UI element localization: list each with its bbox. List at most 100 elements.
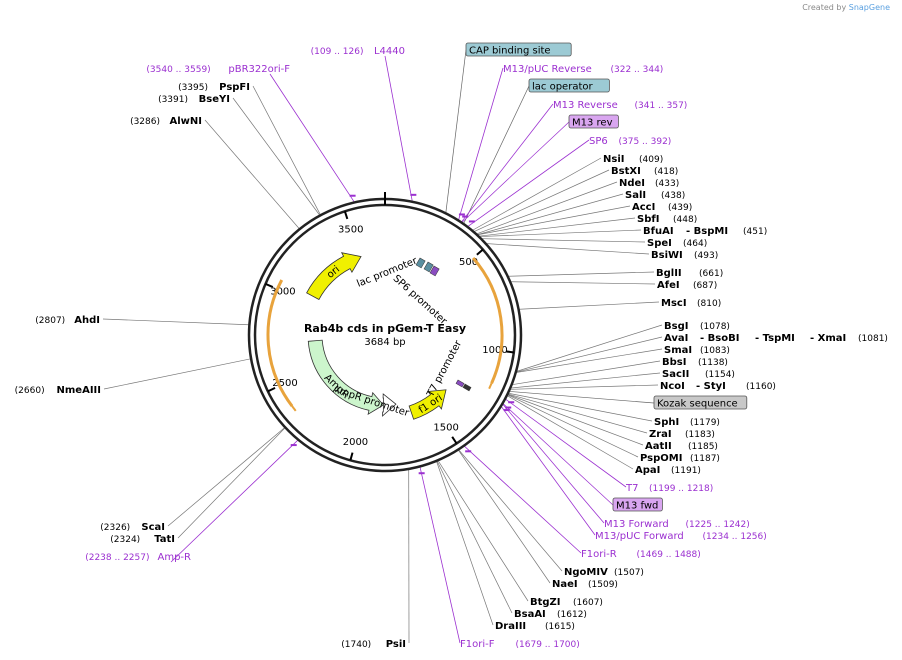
enzyme-position: (1083) (700, 346, 730, 356)
feature-box (528, 78, 610, 93)
leader-line (510, 384, 659, 390)
enzyme-label-bstxi: BstXI(418) (611, 166, 678, 177)
enzyme-position: (810) (697, 299, 721, 309)
enzyme-name: ZraI (649, 429, 672, 440)
leader-line (511, 372, 661, 389)
t7-glyph (462, 383, 472, 392)
enzyme-position: (409) (639, 155, 663, 165)
feature-label-ampr-promoter: AmpR promoter (331, 384, 411, 419)
leader-line (477, 181, 618, 235)
leader-line (436, 461, 494, 626)
enzyme-name: NaeI (552, 579, 578, 590)
leader-line (507, 394, 639, 458)
enzyme-position: (1612) (557, 610, 587, 620)
enzyme-name: NsiI (603, 154, 624, 165)
leader-line (468, 139, 590, 227)
feature-box (568, 114, 619, 129)
leader-line (480, 229, 642, 237)
leader-line (445, 49, 467, 213)
snapgene-credit: Created by SnapGene (802, 3, 890, 12)
enzyme-label-sbfi: SbfI(448) (637, 214, 697, 225)
leader-line (482, 238, 646, 243)
enzyme-name: AhdI (74, 315, 100, 326)
enzyme-position: (1183) (685, 430, 715, 440)
enzyme-name: NgoMIV (564, 567, 608, 578)
enzyme-name: ApaI (635, 465, 660, 476)
t7-glyph (455, 379, 465, 388)
leader-line (516, 336, 663, 373)
enzyme-label-msci: MscI(810) (661, 298, 721, 309)
enzyme-label-bsgi: BsgI (1078) (664, 321, 730, 332)
primer-name: M13/pUC Reverse (503, 64, 592, 75)
enzyme-label-bfuai: BfuAI - BspMI (451) (643, 226, 767, 237)
enzyme-position: (1154) (705, 370, 735, 380)
leader-line (474, 169, 610, 232)
leader-line (487, 243, 650, 255)
enzyme-position: (1138) (698, 358, 728, 368)
plasmid-center-label: Rab4b cds in pGem-T Easy 3684 bp (304, 322, 466, 348)
plasmid-length: 3684 bp (364, 337, 405, 348)
enzyme-name: SacII (662, 369, 689, 380)
enzyme-name-2: - BsoBI (700, 333, 739, 344)
tick-mark-3000 (265, 282, 274, 288)
enzyme-name-4: - XmaI (810, 333, 846, 344)
enzyme-position: (493) (694, 251, 718, 261)
feature-box (612, 497, 663, 512)
feature-box-lac-operator: lac operator (528, 78, 610, 93)
enzyme-name-2: - StyI (696, 381, 726, 392)
primer-name: Amp-R (158, 552, 192, 563)
enzyme-label-psii: PsiI(1740) (341, 639, 406, 650)
promoter-glyph (423, 261, 434, 273)
enzyme-name: SalI (625, 190, 646, 201)
enzyme-name: BsgI (664, 321, 688, 332)
enzyme-name: SphI (654, 417, 679, 428)
enzyme-label-sali: SalI (438) (625, 190, 685, 201)
primer-range: (1469 .. 1488) (637, 550, 701, 560)
enzyme-position: (1607) (573, 598, 603, 608)
enzyme-name: AccI (632, 202, 655, 213)
leader-line (503, 403, 614, 506)
credit-brand: SnapGene (848, 3, 890, 12)
enzyme-label-scai: ScaI(2326) (100, 522, 165, 533)
tick-mark-3500 (343, 211, 349, 220)
enzyme-name: NcoI (660, 381, 685, 392)
enzyme-label-sacii: SacII (1154) (662, 369, 735, 380)
leader-line (458, 450, 563, 572)
enzyme-name: BfuAI (643, 226, 674, 237)
enzyme-position: (2324) (110, 535, 140, 545)
feature-box-m13-fwd: M13 fwd (612, 497, 663, 512)
primer-range: (322 .. 344) (611, 65, 664, 75)
primer-label-l4440: L4440(109 .. 126) (311, 46, 405, 57)
primer-name: F1ori-F (460, 639, 495, 650)
primer-name: F1ori-R (581, 549, 617, 560)
enzyme-position: (438) (661, 191, 685, 201)
enzyme-position: (1081) (858, 334, 888, 344)
backbone-inner-strand (253, 203, 517, 467)
enzyme-position: (3395) (178, 83, 208, 93)
enzyme-position: (1187) (690, 454, 720, 464)
enzyme-label-ngomiv: NgoMIV (1507) (564, 567, 644, 578)
enzyme-position: (1740) (341, 640, 371, 650)
primer-range: (1234 .. 1256) (703, 532, 767, 542)
tick-label-3500: 3500 (338, 224, 363, 235)
feature-box-text: lac operator (532, 82, 593, 93)
enzyme-name-2: - BspMI (686, 226, 728, 237)
enzyme-position: (433) (655, 179, 679, 189)
enzyme-label-zrai: ZraI (1183) (649, 429, 715, 440)
feature-box-kozak-sequence: Kozak sequence (653, 395, 748, 410)
enzyme-position: (1160) (746, 382, 776, 392)
enzyme-position: (451) (743, 227, 767, 237)
leader-line (508, 394, 644, 446)
leader-line (177, 428, 285, 539)
primer-range: (3540 .. 3559) (146, 65, 210, 75)
enzyme-position: (1507) (614, 568, 644, 578)
enzyme-position: (1078) (700, 322, 730, 332)
enzyme-position: (448) (673, 215, 697, 225)
primer-label-sp6: SP6(375 .. 392) (589, 136, 671, 147)
enzyme-name: BbsI (662, 357, 686, 368)
tick-mark-500 (476, 248, 484, 256)
enzyme-position: (1509) (588, 580, 618, 590)
leader-line (170, 440, 298, 563)
leader-line (462, 121, 570, 223)
enzyme-position: (464) (683, 239, 707, 249)
